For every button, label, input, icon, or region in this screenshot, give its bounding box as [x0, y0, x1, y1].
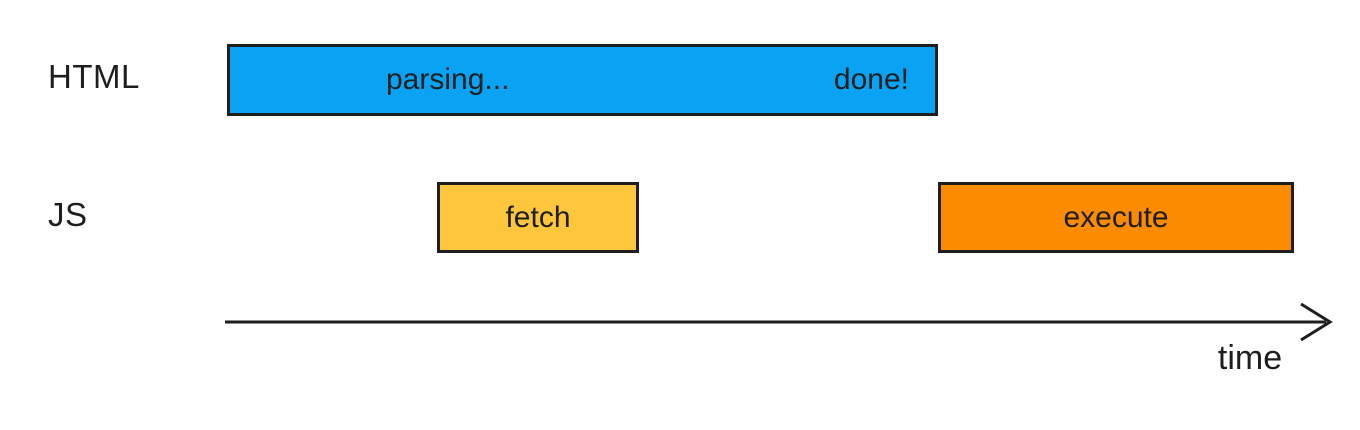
- time-axis-label: time: [1217, 339, 1283, 377]
- fetch-bar: fetch: [437, 182, 639, 253]
- parsing-bar: parsing... done!: [227, 44, 938, 116]
- execute-bar: execute: [938, 182, 1294, 253]
- parsing-label: parsing...: [386, 63, 510, 96]
- fetch-label: fetch: [505, 200, 571, 234]
- row-label-js: JS: [48, 196, 88, 233]
- row-label-html: HTML: [48, 58, 140, 95]
- time-axis-arrow: [225, 302, 1333, 342]
- done-label: done!: [833, 63, 909, 96]
- execute-label: execute: [1063, 200, 1169, 234]
